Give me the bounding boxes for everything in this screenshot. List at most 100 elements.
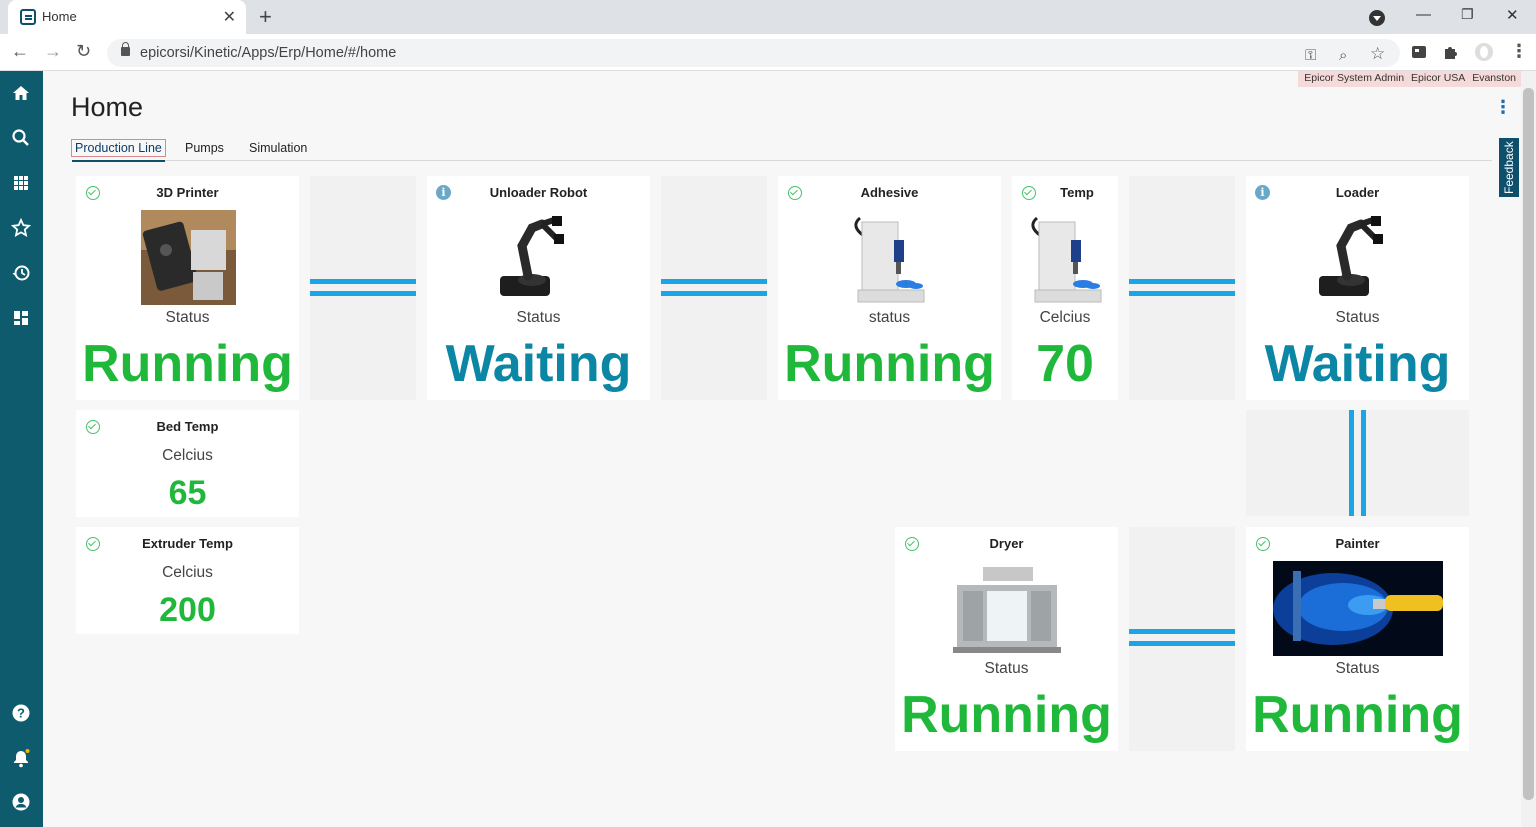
restore-icon[interactable]: ❐	[1461, 6, 1474, 22]
history-icon[interactable]	[10, 263, 32, 285]
3d-printer-photo	[141, 210, 236, 305]
favorites-star-icon[interactable]	[10, 217, 32, 240]
user-site: Evanston	[1472, 72, 1516, 84]
home-icon[interactable]	[10, 83, 32, 105]
robot-arm-photo	[1311, 216, 1406, 302]
card-label: Status	[516, 309, 561, 326]
back-arrow-icon[interactable]: ←	[11, 41, 29, 61]
close-window-icon[interactable]: ✕	[1506, 7, 1519, 24]
card-label: Status	[1335, 309, 1380, 326]
card-value: 70	[1036, 335, 1094, 393]
card-value: Running	[1252, 686, 1463, 744]
app-sidebar: ?	[0, 71, 43, 827]
connector-panel	[1129, 527, 1235, 751]
help-icon[interactable]: ?	[10, 703, 32, 725]
check-circle-icon	[788, 186, 802, 200]
card-value: 200	[159, 591, 216, 629]
user-name: Epicor System Admin	[1304, 72, 1405, 84]
info-icon: i	[1255, 185, 1270, 200]
card-value: Waiting	[445, 335, 632, 393]
user-company: Epicor USA	[1411, 72, 1466, 84]
card-value: Running	[901, 686, 1112, 744]
check-circle-icon	[86, 537, 100, 551]
connector-line	[1129, 291, 1235, 296]
extension-icon[interactable]	[1410, 43, 1428, 61]
reload-icon[interactable]: ↻	[76, 41, 92, 61]
card-label: Celcius	[1039, 309, 1091, 326]
check-circle-icon	[1022, 186, 1036, 200]
search-icon[interactable]	[10, 128, 32, 150]
dryer-booth-photo	[953, 563, 1061, 655]
check-circle-icon	[86, 420, 100, 434]
key-icon[interactable]: ⚿	[1305, 47, 1317, 64]
card-title: Bed Temp	[156, 419, 219, 434]
user-account-icon[interactable]	[10, 792, 32, 814]
notifications-bell-icon[interactable]	[10, 748, 32, 770]
connector-line	[1349, 410, 1354, 516]
dispenser-machine-photo	[1025, 212, 1105, 304]
card-title: Extruder Temp	[142, 536, 233, 551]
info-icon: i	[436, 185, 451, 200]
card-temp[interactable]: Temp Celcius 70	[1012, 176, 1118, 400]
puzzle-extensions-icon[interactable]	[1442, 43, 1460, 61]
card-value: Running	[784, 335, 995, 393]
browser-menu-icon[interactable]: ⋮	[1510, 41, 1528, 61]
connector-line	[310, 279, 416, 284]
minimize-icon[interactable]: —	[1416, 6, 1431, 23]
robot-arm-photo	[492, 216, 587, 302]
apps-grid-icon[interactable]	[10, 173, 32, 195]
new-tab-icon[interactable]: +	[259, 4, 272, 29]
lock-icon	[121, 42, 130, 56]
profile-avatar-icon[interactable]	[1474, 42, 1493, 61]
card-bed-temp[interactable]: Bed Temp Celcius 65	[76, 410, 299, 517]
url-field[interactable]: epicorsi/Kinetic/Apps/Erp/Home/#/home ⚿ …	[107, 39, 1400, 67]
card-value: Waiting	[1264, 335, 1451, 393]
connector-line	[1129, 641, 1235, 646]
connector-panel	[1129, 176, 1235, 400]
tab-production-line[interactable]: Production Line	[71, 139, 166, 162]
card-value: Running	[82, 335, 293, 393]
feedback-tab[interactable]: Feedback	[1499, 138, 1519, 197]
check-circle-icon	[1256, 537, 1270, 551]
close-tab-icon[interactable]: ✕	[222, 9, 236, 26]
url-text: epicorsi/Kinetic/Apps/Erp/Home/#/home	[140, 45, 397, 61]
browser-tab-title: Home	[42, 9, 77, 24]
connector-line	[1361, 410, 1366, 516]
card-label: Celcius	[162, 447, 213, 464]
user-context-bar[interactable]: Epicor System Admin Epicor USA Evanston	[1298, 71, 1522, 87]
card-label: status	[868, 309, 911, 326]
dashboard-icon[interactable]	[10, 308, 32, 330]
card-value: 65	[168, 474, 207, 512]
page-scrollbar-thumb[interactable]	[1523, 88, 1534, 800]
connector-panel	[310, 176, 416, 400]
zoom-icon[interactable]: ⌕	[1339, 47, 1348, 64]
tab-pumps[interactable]: Pumps	[185, 141, 224, 155]
browser-tab[interactable]: Home ✕	[8, 0, 246, 34]
browser-menu-chevron-icon[interactable]	[1369, 10, 1385, 26]
card-dryer[interactable]: Dryer Status Running	[895, 527, 1118, 751]
card-label: Celcius	[162, 564, 213, 581]
spray-gun-photo	[1273, 561, 1443, 656]
connector-line	[1129, 279, 1235, 284]
card-3d-printer[interactable]: 3D Printer Status Running	[76, 176, 299, 400]
browser-tab-bar: Home ✕ + — ❐ ✕	[0, 0, 1536, 34]
card-loader[interactable]: i Loader Status Waiting	[1246, 176, 1469, 400]
connector-line	[661, 279, 767, 284]
tab-simulation[interactable]: Simulation	[249, 141, 308, 155]
connector-line	[661, 291, 767, 296]
svg-text:?: ?	[17, 706, 25, 721]
card-title: Adhesive	[860, 185, 919, 200]
connector-panel	[661, 176, 767, 400]
card-title: Painter	[1335, 536, 1380, 551]
dispenser-machine-photo	[848, 212, 928, 304]
bookmark-star-icon[interactable]: ☆	[1370, 44, 1386, 63]
card-title: Unloader Robot	[489, 185, 588, 200]
card-title: Dryer	[989, 536, 1024, 551]
card-extruder-temp[interactable]: Extruder Temp Celcius 200	[76, 527, 299, 634]
connector-line	[1129, 629, 1235, 634]
card-painter[interactable]: Painter Status Running	[1246, 527, 1469, 751]
card-unloader-robot[interactable]: i Unloader Robot Status Waiting	[427, 176, 650, 400]
page-overflow-menu-icon[interactable]: ⋮	[1494, 97, 1512, 117]
card-adhesive[interactable]: Adhesive status Running	[778, 176, 1001, 400]
forward-arrow-icon[interactable]: →	[44, 41, 62, 61]
